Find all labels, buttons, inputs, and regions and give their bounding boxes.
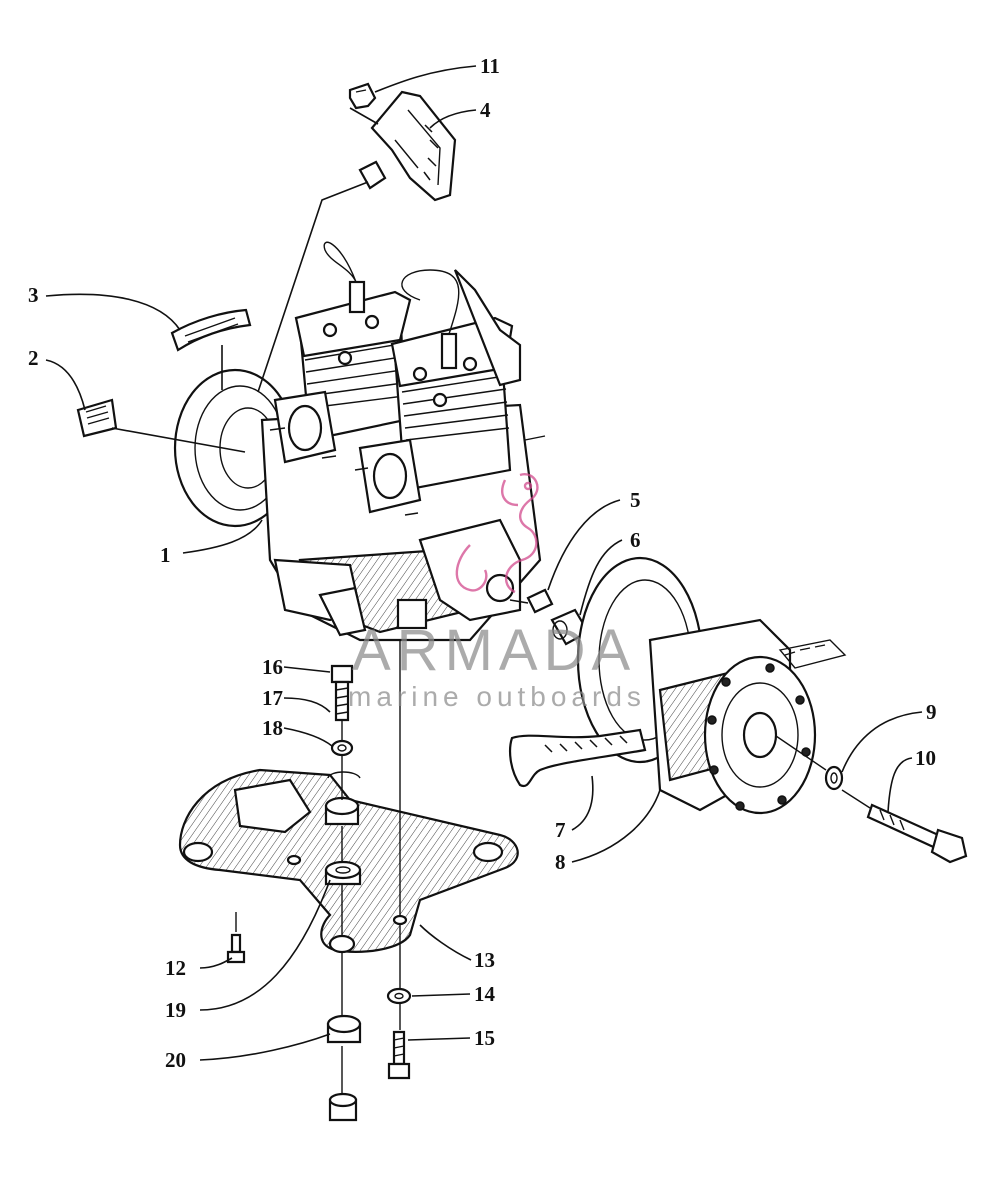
part-11-clip xyxy=(348,82,377,110)
part-16-bolt xyxy=(330,664,354,722)
part-9-washer xyxy=(824,765,844,791)
armada-logo-mark xyxy=(455,473,539,594)
callout-1: 1 xyxy=(160,543,171,567)
assembly-axis-line xyxy=(775,735,871,809)
watermark: ARMADA marine outboards xyxy=(348,618,646,712)
part-12-screw xyxy=(226,933,246,964)
callout-8: 8 xyxy=(555,850,566,874)
part-8-drive-clutch xyxy=(576,556,847,815)
part-3-decal xyxy=(170,308,252,352)
leader-lines xyxy=(45,65,923,1061)
callout-16: 16 xyxy=(262,655,283,679)
engine-assembly xyxy=(173,241,546,642)
callout-18: 18 xyxy=(262,716,283,740)
part-5-pin xyxy=(509,588,554,614)
callout-numbers: 1 2 3 4 5 6 7 8 9 10 11 12 13 14 15 16 1… xyxy=(28,54,937,1072)
part-14-washer xyxy=(386,987,412,1005)
callout-4: 4 xyxy=(480,98,491,122)
watermark-brand: ARMADA xyxy=(352,618,636,683)
callout-6: 6 xyxy=(630,528,641,552)
part-19-grommet xyxy=(324,860,362,886)
callout-7: 7 xyxy=(555,818,566,842)
callout-9: 9 xyxy=(926,700,937,724)
part-20-mount xyxy=(326,1014,362,1122)
watermark-tagline: marine outboards xyxy=(348,681,646,712)
callout-11: 11 xyxy=(480,54,500,78)
part-10-bolt xyxy=(866,803,968,864)
callout-15: 15 xyxy=(474,1026,495,1050)
part-4-bracket xyxy=(358,90,457,202)
callout-3: 3 xyxy=(28,283,39,307)
callout-13: 13 xyxy=(474,948,495,972)
callout-2: 2 xyxy=(28,346,39,370)
callout-14: 14 xyxy=(474,982,496,1006)
part-18-spacer xyxy=(324,771,361,826)
callout-12: 12 xyxy=(165,956,186,980)
part-17-washer xyxy=(330,739,354,757)
part-7-drive-belt xyxy=(509,728,647,788)
callout-17: 17 xyxy=(262,686,283,710)
part-13-mount-plate xyxy=(178,768,519,954)
part-15-bolt xyxy=(387,1030,411,1080)
callout-5: 5 xyxy=(630,488,641,512)
callout-20: 20 xyxy=(165,1048,186,1072)
callout-19: 19 xyxy=(165,998,186,1022)
callout-10: 10 xyxy=(915,746,936,770)
